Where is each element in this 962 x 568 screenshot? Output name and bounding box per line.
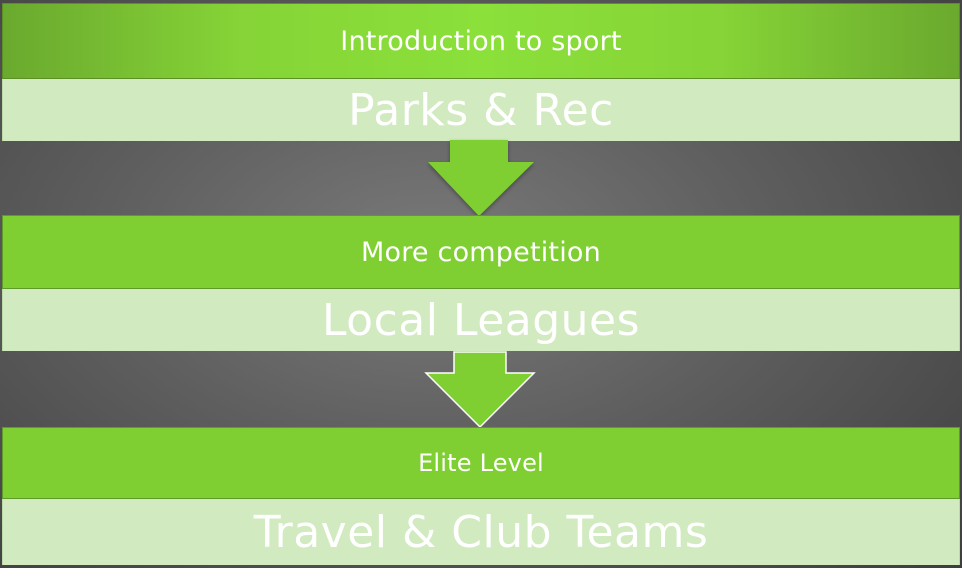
stage-1-header: Introduction to sport bbox=[2, 3, 960, 79]
stage-1-body: Parks & Rec bbox=[2, 79, 960, 141]
down-arrow-icon bbox=[424, 351, 536, 429]
stage-2-header: More competition bbox=[2, 215, 960, 289]
stage-3-header: Elite Level bbox=[2, 427, 960, 499]
stage-2: More competition Local Leagues bbox=[2, 215, 960, 351]
stage-1-title: Parks & Rec bbox=[348, 84, 614, 136]
stage-2-title: Local Leagues bbox=[321, 294, 641, 346]
stage-3: Elite Level Travel & Club Teams bbox=[2, 427, 960, 565]
stage-3-body: Travel & Club Teams bbox=[2, 499, 960, 565]
stage-3-title: Travel & Club Teams bbox=[253, 506, 709, 558]
stage-1-header-text: Introduction to sport bbox=[340, 25, 622, 57]
stage-3-header-text: Elite Level bbox=[418, 449, 544, 477]
down-arrow-icon bbox=[428, 140, 534, 216]
stage-2-body: Local Leagues bbox=[2, 289, 960, 351]
stage-1: Introduction to sport Parks & Rec bbox=[2, 3, 960, 141]
stage-2-header-text: More competition bbox=[361, 236, 601, 268]
